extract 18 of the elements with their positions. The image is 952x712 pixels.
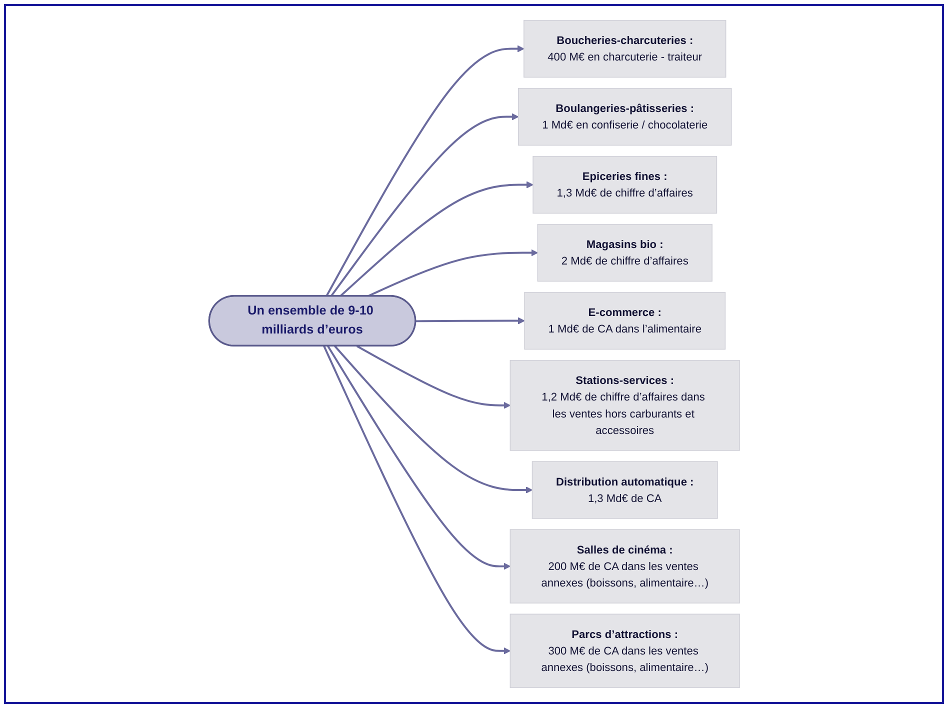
node-box: Parcs d’attractions : 300 M€ de CA dans les ventes annexes (boissons, alimentaire…) — [509, 614, 740, 688]
arrow — [334, 345, 532, 494]
node-box: Boulangeries-pâtisseries : 1 Md€ en confiserie / chocolaterie — [518, 88, 732, 146]
node-box: Magasins bio : 2 Md€ de chiffre d’affaires — [536, 224, 712, 282]
arrow — [339, 181, 533, 298]
arrow — [326, 346, 510, 570]
arrow — [330, 113, 518, 297]
node-box: E-commerce : 1 Md€ de CA dans l’alimentaire — [524, 292, 726, 350]
arrow — [325, 45, 524, 297]
node-box: Distribution automatique : 1,3 Md€ de CA — [532, 461, 718, 519]
arrow — [322, 346, 510, 654]
node-box: Boucheries-charcuteries : 400 M€ en charcuterie - traiteur — [523, 20, 726, 78]
arrow — [415, 317, 524, 324]
arrow — [367, 249, 538, 298]
arrow — [356, 345, 510, 409]
node-box: Epiceries fines : 1,3 Md€ de chiffre d’affaires — [532, 156, 717, 214]
node-box: Stations-services : 1,2 Md€ de chiffre d’affaires dans les ventes hors carburants et accessoires — [509, 360, 740, 451]
node-box: Salles de cinéma : 200 M€ de CA dans les ventes annexes (boissons, alimentaire…) — [509, 529, 740, 604]
